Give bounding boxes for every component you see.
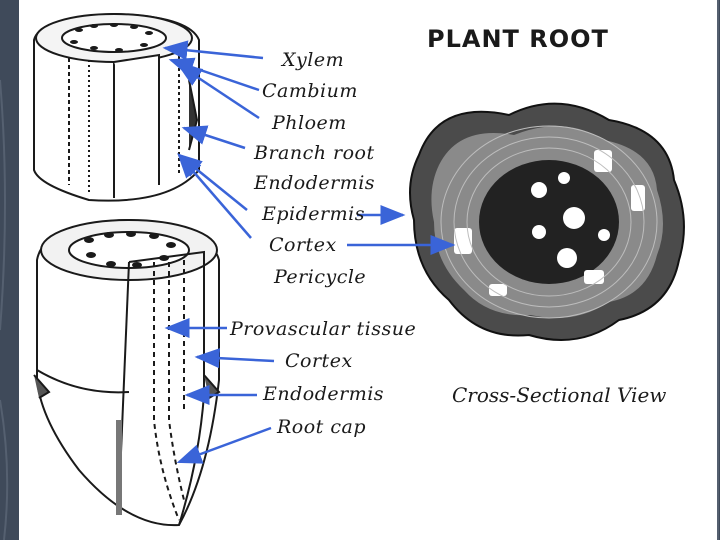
label-root-cap: Root cap (277, 416, 366, 438)
label-cortex-upper: Cortex (269, 234, 337, 256)
pointer-arrows (162, 40, 456, 464)
label-cambium: Cambium (262, 80, 358, 102)
diagram-panel: PLANT ROOT Xylem Cambium Phloem Branch r… (19, 0, 717, 540)
root-illustration (33, 12, 685, 527)
label-cortex-lower: Cortex (285, 350, 353, 372)
upper-root-section (33, 12, 200, 202)
lower-root-section (33, 218, 221, 527)
label-endodermis-upper: Endodermis (254, 172, 376, 194)
cross-section-view (409, 102, 685, 341)
label-phloem: Phloem (272, 112, 347, 134)
label-branch-root: Branch root (254, 142, 375, 164)
label-xylem: Xylem (282, 49, 345, 71)
label-provascular-tissue: Provascular tissue (230, 318, 417, 340)
cross-section-caption: Cross-Sectional View (452, 383, 667, 407)
label-pericycle: Pericycle (274, 266, 367, 288)
label-epidermis: Epidermis (262, 203, 365, 225)
label-endodermis-lower: Endodermis (263, 383, 385, 405)
diagram-title: PLANT ROOT (427, 25, 609, 53)
